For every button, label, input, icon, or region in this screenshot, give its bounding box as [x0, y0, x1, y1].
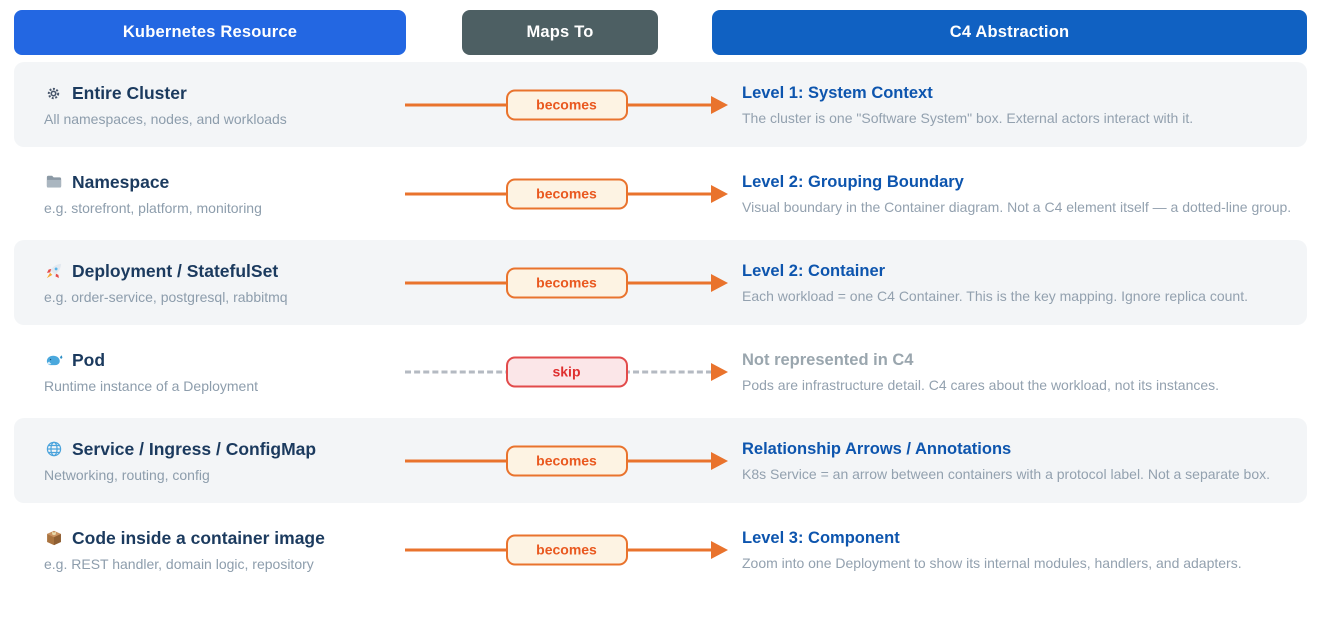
folder-icon [44, 173, 63, 192]
k8s-resource-cell: Namespace e.g. storefront, platform, mon… [44, 172, 404, 216]
arrow-head-icon [711, 184, 728, 203]
k8s-resource-title: Pod [72, 349, 106, 370]
k8s-resource-title: Namespace [72, 171, 170, 192]
mapping-verb-badge: becomes [505, 445, 628, 476]
c4-abstraction-description: K8s Service = an arrow between container… [742, 465, 1271, 482]
c4-abstraction-description: Zoom into one Deployment to show its int… [742, 554, 1242, 571]
mapping-verb-badge: skip [505, 356, 628, 387]
c4-abstraction-cell: Level 1: System Context The cluster is o… [742, 84, 1302, 126]
k8s-resource-subtitle: Networking, routing, config [44, 466, 210, 483]
mapping-row: Code inside a container image e.g. REST … [14, 507, 1307, 592]
k8s-resource-title: Deployment / StatefulSet [72, 260, 279, 281]
k8s-resource-cell: Entire Cluster All namespaces, nodes, an… [44, 83, 404, 127]
c4-abstraction-title: Level 2: Grouping Boundary [742, 172, 964, 191]
arrow-head-icon [711, 540, 728, 559]
mapping-verb-badge: becomes [505, 534, 628, 565]
arrow-head-icon [711, 95, 728, 114]
mapping-arrow: becomes [405, 176, 728, 212]
k8s-resource-subtitle: All namespaces, nodes, and workloads [44, 110, 287, 127]
mapping-verb-badge: becomes [505, 178, 628, 209]
c4-abstraction-cell: Level 3: Component Zoom into one Deploym… [742, 529, 1302, 571]
k8s-resource-subtitle: e.g. storefront, platform, monitoring [44, 199, 262, 216]
k8s-resource-title: Entire Cluster [72, 82, 187, 103]
c4-abstraction-description: Visual boundary in the Container diagram… [742, 198, 1292, 215]
c4-abstraction-description: The cluster is one "Software System" box… [742, 109, 1194, 126]
mapping-verb-badge: becomes [505, 267, 628, 298]
c4-abstraction-cell: Level 2: Grouping Boundary Visual bounda… [742, 173, 1302, 215]
arrow-head-icon [711, 273, 728, 292]
mapping-verb-badge: becomes [505, 89, 628, 120]
arrow-head-icon [711, 451, 728, 470]
k8s-resource-subtitle: e.g. REST handler, domain logic, reposit… [44, 555, 314, 572]
c4-abstraction-title: Level 1: System Context [742, 83, 933, 102]
package-icon [44, 529, 63, 548]
k8s-resource-title: Service / Ingress / ConfigMap [72, 438, 317, 459]
mapping-row: Service / Ingress / ConfigMap Networking… [14, 418, 1307, 503]
c4-abstraction-cell: Relationship Arrows / Annotations K8s Se… [742, 440, 1302, 482]
kubernetes-wheel-icon [44, 84, 63, 103]
c4-abstraction-cell: Level 2: Container Each workload = one C… [742, 262, 1302, 304]
mapping-arrow: becomes [405, 87, 728, 123]
c4-abstraction-title: Not represented in C4 [742, 350, 914, 369]
column-header-kubernetes-resource: Kubernetes Resource [14, 10, 406, 55]
mapping-arrow: skip [405, 354, 728, 390]
c4-abstraction-cell: Not represented in C4 Pods are infrastru… [742, 351, 1302, 393]
k8s-resource-subtitle: e.g. order-service, postgresql, rabbitmq [44, 288, 288, 305]
mapping-arrow: becomes [405, 443, 728, 479]
mapping-row: Entire Cluster All namespaces, nodes, an… [14, 62, 1307, 147]
k8s-resource-cell: Pod Runtime instance of a Deployment [44, 350, 404, 394]
k8s-resource-subtitle: Runtime instance of a Deployment [44, 377, 258, 394]
column-header-c4-abstraction: C4 Abstraction [712, 10, 1307, 55]
mapping-row: Namespace e.g. storefront, platform, mon… [14, 151, 1307, 236]
c4-abstraction-title: Level 2: Container [742, 261, 886, 280]
globe-icon [44, 440, 63, 459]
mapping-arrow: becomes [405, 265, 728, 301]
mapping-row: Pod Runtime instance of a Deployment ski… [14, 329, 1307, 414]
column-header-maps-to: Maps To [462, 10, 658, 55]
k8s-resource-cell: Service / Ingress / ConfigMap Networking… [44, 439, 404, 483]
mapping-arrow: becomes [405, 532, 728, 568]
k8s-resource-cell: Code inside a container image e.g. REST … [44, 528, 404, 572]
whale-icon [44, 351, 63, 370]
c4-abstraction-title: Level 3: Component [742, 528, 900, 547]
rocket-icon [44, 262, 63, 281]
c4-abstraction-title: Relationship Arrows / Annotations [742, 439, 1012, 458]
k8s-resource-cell: Deployment / StatefulSet e.g. order-serv… [44, 261, 404, 305]
c4-abstraction-description: Each workload = one C4 Container. This i… [742, 287, 1248, 304]
mapping-row: Deployment / StatefulSet e.g. order-serv… [14, 240, 1307, 325]
c4-abstraction-description: Pods are infrastructure detail. C4 cares… [742, 376, 1220, 393]
k8s-resource-title: Code inside a container image [72, 527, 325, 548]
arrow-head-icon [711, 362, 728, 381]
